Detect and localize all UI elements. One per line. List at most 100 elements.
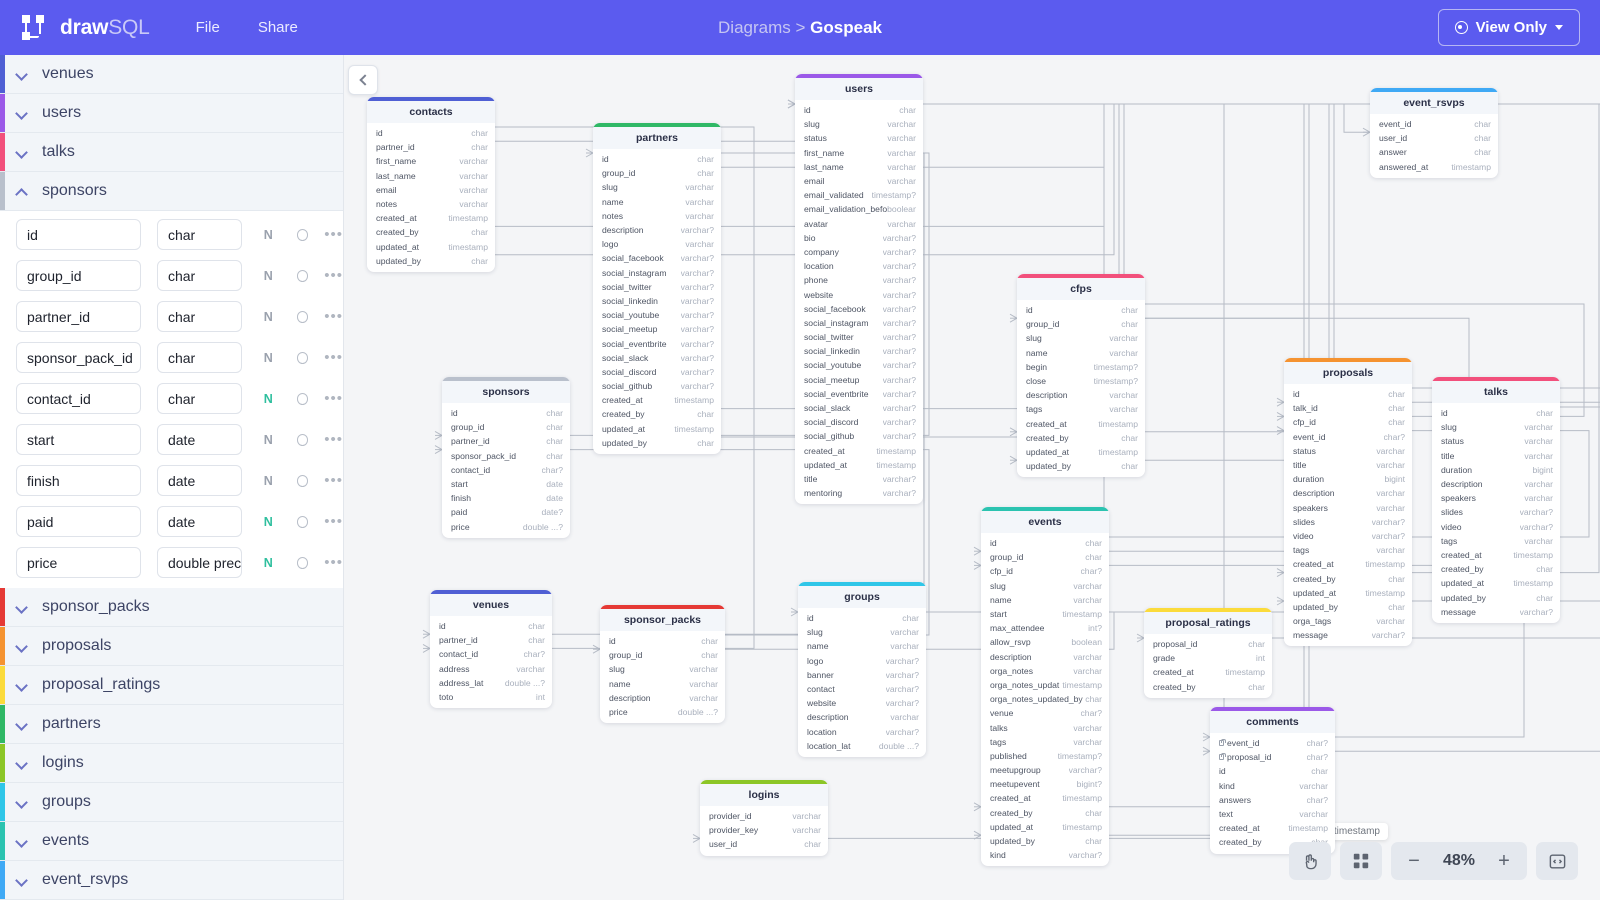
sidebar-table-proposals[interactable]: proposals <box>0 627 343 666</box>
zoom-in-button[interactable]: + <box>1498 849 1510 872</box>
field-name-input[interactable]: price <box>16 547 141 578</box>
field-type-input[interactable]: date <box>156 506 242 537</box>
sidebar-table-event_rsvps[interactable]: event_rsvps <box>0 861 343 900</box>
zoom-out-button[interactable]: − <box>1408 849 1420 872</box>
field-options-button[interactable]: ••• <box>324 390 344 407</box>
field-options-button[interactable]: ••• <box>324 554 344 571</box>
field-nullable-toggle[interactable]: N <box>263 227 273 242</box>
sidebar-table-talks[interactable]: talks <box>0 133 343 172</box>
field-name-input[interactable]: partner_id <box>16 301 141 332</box>
view-mode-button[interactable]: View Only <box>1437 9 1580 46</box>
field-name-input[interactable]: id <box>16 219 141 250</box>
field-key-toggle[interactable] <box>296 228 309 241</box>
field-options-button[interactable]: ••• <box>324 349 344 366</box>
field-nullable-toggle[interactable]: N <box>263 391 273 406</box>
field-type-input[interactable]: char <box>156 383 242 414</box>
sidebar-table-sponsor_packs[interactable]: sponsor_packs <box>0 588 343 627</box>
field-key-toggle[interactable] <box>296 433 309 446</box>
field-options-button[interactable]: ••• <box>324 472 344 489</box>
field-key-toggle[interactable] <box>296 310 309 323</box>
field-options-button[interactable]: ••• <box>324 267 344 284</box>
field-options-button[interactable]: ••• <box>324 308 344 325</box>
field-key-toggle[interactable] <box>296 515 309 528</box>
sidebar-table-groups[interactable]: groups <box>0 783 343 822</box>
field-nullable-toggle[interactable]: N <box>263 432 273 447</box>
field-name-input[interactable]: start <box>16 424 141 455</box>
breadcrumb-parent[interactable]: Diagrams <box>718 17 791 37</box>
field-type-input[interactable]: char <box>156 301 242 332</box>
